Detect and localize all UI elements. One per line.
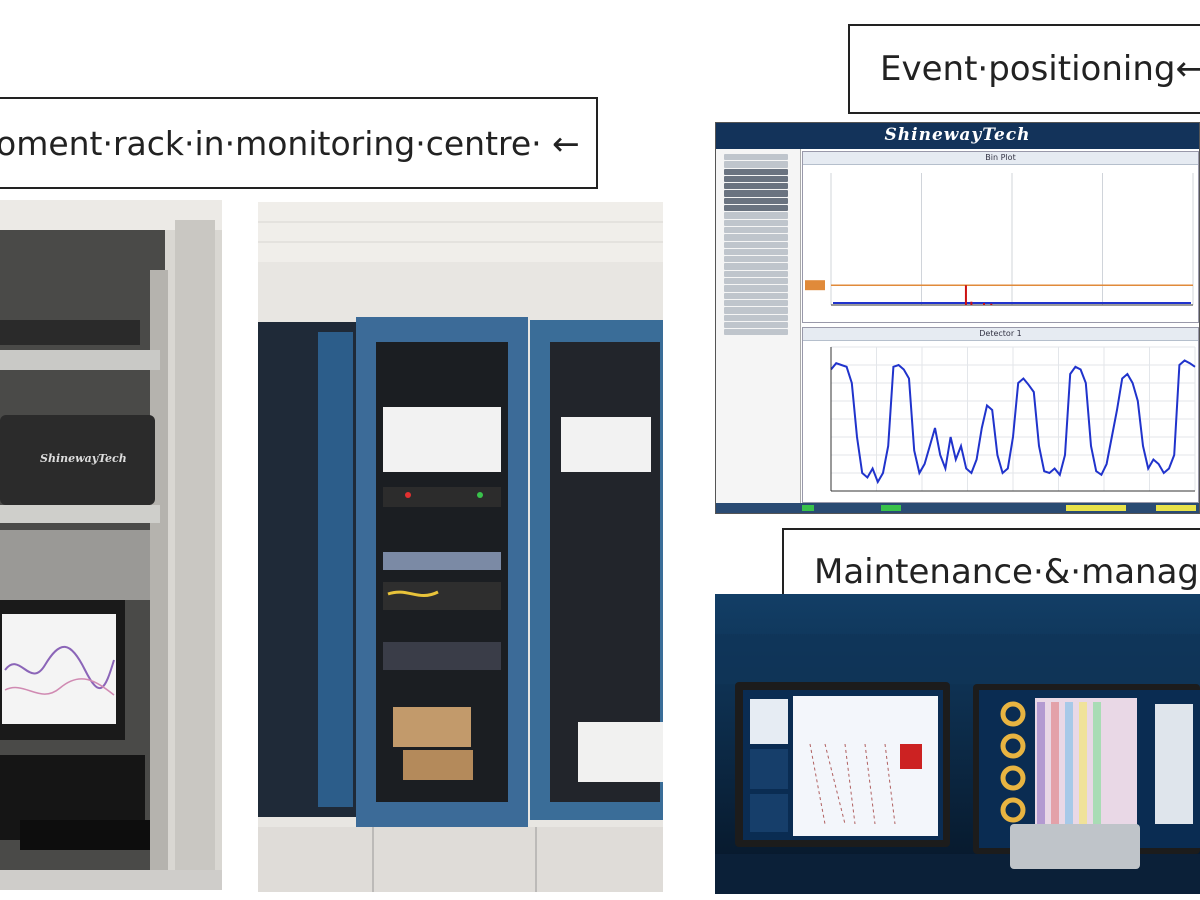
sidebar-item[interactable] bbox=[724, 329, 788, 336]
cabinet-brand: ShinewayTech bbox=[40, 452, 127, 465]
sidebar-item[interactable] bbox=[724, 190, 788, 197]
server-cabinets-illustration bbox=[258, 202, 663, 892]
bin-bar bbox=[964, 285, 967, 305]
sidebar-item[interactable] bbox=[724, 154, 788, 161]
bin-bar bbox=[990, 303, 993, 305]
software-brand: ShinewayTech bbox=[884, 125, 1031, 145]
equipment-rack-photo-1: ShinewayTech bbox=[0, 200, 222, 890]
bin-bar bbox=[970, 301, 973, 305]
bin-plot-chart bbox=[805, 173, 1194, 306]
sidebar-item[interactable] bbox=[724, 270, 788, 278]
sidebar-item[interactable] bbox=[724, 307, 788, 314]
sidebar-item[interactable] bbox=[724, 226, 788, 234]
sidebar-item[interactable] bbox=[724, 263, 788, 270]
sidebar-item[interactable] bbox=[724, 248, 788, 256]
sidebar-item[interactable] bbox=[724, 212, 788, 219]
sidebar-item[interactable] bbox=[724, 241, 788, 248]
sidebar-item[interactable] bbox=[724, 183, 788, 190]
rack-caption-text: oment·rack·in·monitoring·centre· ← bbox=[0, 123, 580, 163]
rack-illustration bbox=[0, 200, 222, 890]
monitoring-room-illustration bbox=[715, 594, 1200, 894]
sidebar-item[interactable] bbox=[724, 205, 788, 212]
event-positioning-screenshot: ShinewayTech Bin Plot Detector 1 bbox=[715, 122, 1200, 514]
sidebar-item[interactable] bbox=[724, 278, 788, 285]
equipment-rack-photo-2 bbox=[258, 202, 663, 892]
bin-bar bbox=[983, 303, 986, 305]
sidebar-item[interactable] bbox=[724, 314, 788, 321]
maintenance-caption-text: Maintenance·&·manag bbox=[814, 552, 1200, 592]
sidebar-item[interactable] bbox=[724, 292, 788, 299]
sidebar-item[interactable] bbox=[724, 175, 788, 183]
sidebar-item[interactable] bbox=[724, 321, 788, 329]
event-positioning-caption: Event·positioning← bbox=[848, 24, 1200, 114]
sidebar-item[interactable] bbox=[724, 161, 788, 168]
sidebar-item[interactable] bbox=[724, 256, 788, 263]
rack-caption: oment·rack·in·monitoring·centre· ← bbox=[0, 97, 598, 189]
sidebar-item[interactable] bbox=[724, 234, 788, 241]
bin-plot-panel: Bin Plot bbox=[802, 151, 1199, 323]
detector-panel: Detector 1 bbox=[802, 327, 1199, 503]
bin-plot-title: Bin Plot bbox=[803, 152, 1198, 165]
detector-trace bbox=[830, 359, 1196, 485]
sidebar-item[interactable] bbox=[724, 168, 788, 175]
maintenance-management-photo bbox=[715, 594, 1200, 894]
software-titlebar: ShinewayTech bbox=[716, 123, 1199, 149]
software-statusbar bbox=[716, 503, 1199, 513]
sidebar-item[interactable] bbox=[724, 219, 788, 226]
event-positioning-caption-text: Event·positioning← bbox=[880, 49, 1200, 89]
baseline-band bbox=[833, 302, 1191, 304]
threshold-marker bbox=[805, 280, 825, 291]
sidebar-item[interactable] bbox=[724, 197, 788, 205]
detector-title: Detector 1 bbox=[803, 328, 1198, 341]
detector-chart bbox=[830, 346, 1196, 492]
sidebar-item[interactable] bbox=[724, 299, 788, 307]
sidebar-item[interactable] bbox=[724, 285, 788, 292]
software-sidebar bbox=[716, 149, 801, 505]
